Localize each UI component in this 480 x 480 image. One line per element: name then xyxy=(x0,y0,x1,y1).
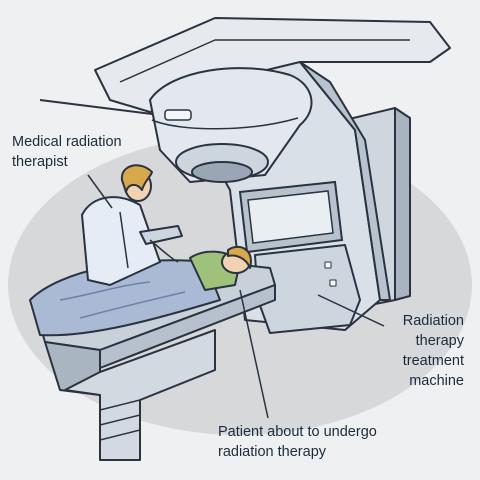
therapist-figure xyxy=(81,164,183,286)
leader-line-patient xyxy=(239,289,269,419)
machine-label-line2: therapy xyxy=(415,333,464,349)
therapist-label-line2: therapist xyxy=(12,154,68,170)
leader-line-therapist xyxy=(87,174,113,209)
machine-label-line1: Radiation xyxy=(402,313,464,329)
machine-label: Radiation therapy treatment machine xyxy=(368,311,464,391)
patient-label: Patient about to undergo radiation thera… xyxy=(218,422,377,462)
therapist-label: Medical radiation therapist xyxy=(12,132,122,172)
machine-label-line3: treatment xyxy=(402,353,464,369)
leader-line-machine xyxy=(317,294,385,327)
patient-label-line1: Patient about to undergo xyxy=(218,424,377,440)
gantry-head xyxy=(149,67,313,183)
leader-lines xyxy=(87,174,385,419)
patient-label-line2: radiation therapy xyxy=(218,444,327,460)
machine-label-line4: machine xyxy=(409,373,464,389)
therapist-label-line1: Medical radiation xyxy=(12,134,122,150)
patient-figure xyxy=(29,245,252,337)
machine-monitor xyxy=(238,180,344,254)
power-cable xyxy=(39,99,161,116)
